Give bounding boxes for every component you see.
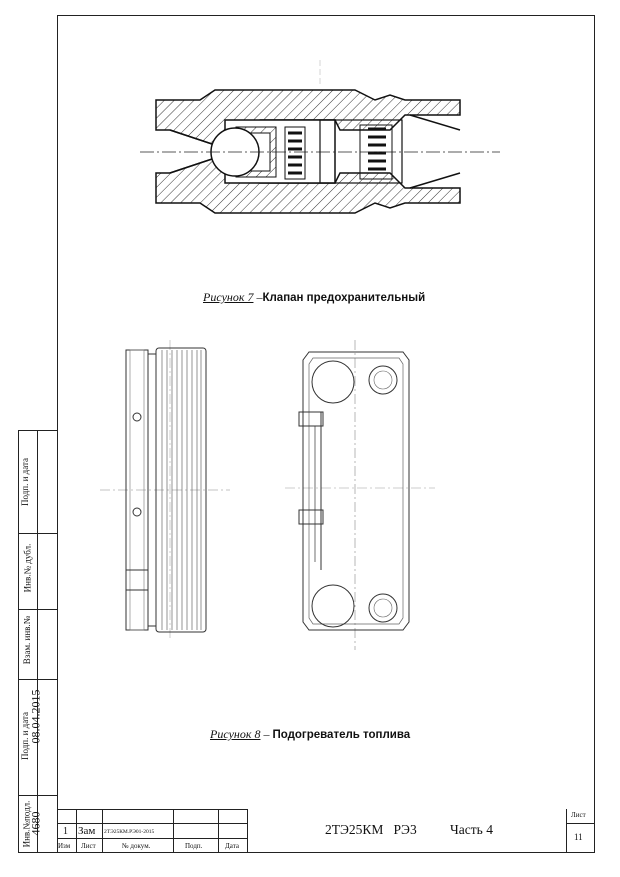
safety-valve-drawing: [140, 60, 500, 214]
header-list: Лист: [81, 842, 96, 850]
fuel-heater-front-view: [285, 340, 435, 650]
side-inv-number: 4680: [28, 811, 43, 836]
figure-7-number: Рисунок 7: [203, 290, 254, 304]
sheet-label: Лист: [571, 811, 586, 819]
figure-7-title: Клапан предохранительный: [262, 292, 426, 304]
header-date: Дата: [225, 842, 239, 850]
side-label-inv-dubl: Инв.№ дубл.: [22, 543, 33, 593]
figure-8-caption: Рисунок 8 – Подогреватель топлива: [210, 727, 410, 742]
side-date: 08.04.2015: [28, 689, 43, 744]
figure-8-dash: –: [260, 727, 273, 741]
document-designation: 2ТЭ25КМ РЭ3: [325, 822, 417, 837]
sheet-number: 11: [574, 832, 583, 842]
header-izm: Изм: [58, 842, 71, 850]
figure-7-dash: –: [253, 290, 263, 304]
side-stamp: Подп. и дата Инв.№ дубл. Взам. инв.№ Под…: [18, 430, 57, 853]
figure-8-title: Подогреватель топлива: [272, 729, 411, 741]
fuel-heater-side-view: [100, 340, 230, 640]
side-label-podp-data-top: Подп. и дата: [20, 457, 31, 507]
document-reference: 2ТЭ25КМ.РЭ01-2015: [104, 829, 155, 835]
page-frame: [57, 15, 595, 853]
change-number: 1: [63, 826, 68, 837]
document-part: Часть 4: [450, 822, 493, 837]
title-block: 1 Зам 2ТЭ25КМ.РЭ01-2015 Изм Лист № докум…: [57, 809, 595, 853]
side-label-vzam-inv: Взам. инв.№: [22, 615, 33, 665]
change-type: Зам: [78, 825, 96, 837]
side-stamp-label-column: [19, 431, 38, 852]
header-podp: Подп.: [185, 842, 203, 850]
header-doc-number: № докум.: [122, 842, 151, 850]
figure-7-caption: Рисунок 7 –Клапан предохранительный: [203, 290, 425, 305]
figure-8-number: Рисунок 8: [210, 727, 261, 741]
